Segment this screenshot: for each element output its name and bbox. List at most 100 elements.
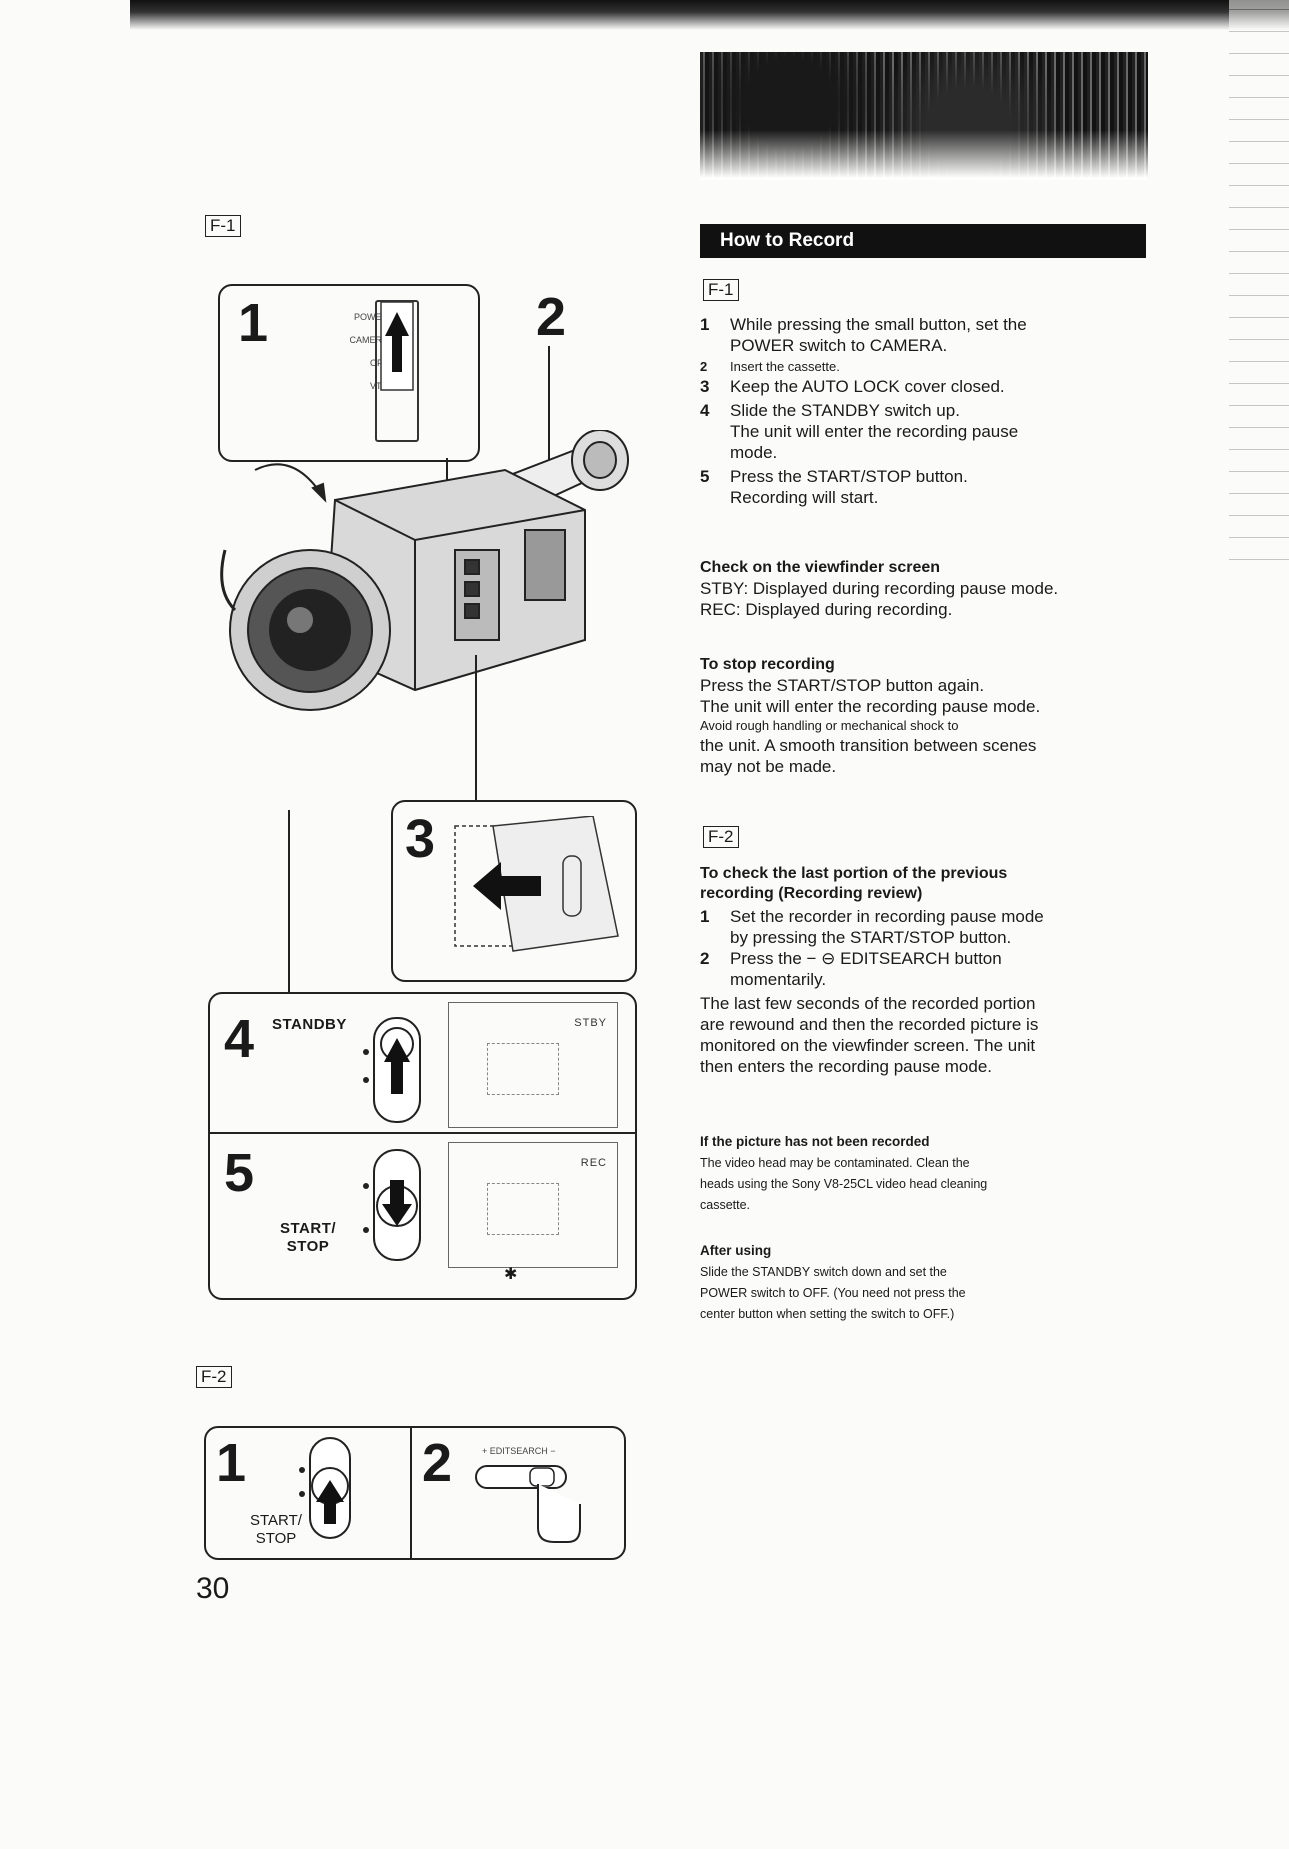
start-stop-button-icon xyxy=(363,1149,421,1261)
stop-line-1: Press the START/STOP button again. xyxy=(700,676,985,695)
after-using-section: After using Slide the STANDBY switch dow… xyxy=(700,1242,1140,1323)
start-stop-label: START/ STOP xyxy=(280,1220,337,1255)
viewfinder-rec-screen: REC xyxy=(448,1142,618,1268)
step-4-line-2: The unit will enter the recording pause xyxy=(730,422,1019,441)
editsearch-label: + EDITSEARCH − xyxy=(482,1446,556,1456)
review-step-1-line-1: Set the recorder in recording pause mode xyxy=(730,907,1044,926)
step-1-line-2: POWER switch to CAMERA. xyxy=(730,336,948,355)
after-using-line-1: Slide the STANDBY switch down and set th… xyxy=(700,1265,947,1279)
step-4-n: 4 xyxy=(700,401,710,420)
standby-label: STANDBY xyxy=(272,1016,347,1033)
check-heading: Check on the viewfinder screen xyxy=(700,559,941,576)
step-5-n: 5 xyxy=(700,467,710,486)
arrow-left-icon xyxy=(473,862,541,910)
stop-line-4: the unit. A smooth transition between sc… xyxy=(700,736,1037,755)
step-2-line-1: Insert the cassette. xyxy=(730,359,840,374)
step-4-number: 4 xyxy=(224,1009,255,1069)
review-step-1-item: 1 Set the recorder in recording pause mo… xyxy=(700,906,1140,948)
not-recorded-section: If the picture has not been recorded The… xyxy=(700,1133,1140,1214)
review-step-2-line-1: Press the − ⊖ EDITSEARCH button xyxy=(730,949,1002,968)
not-recorded-line-2: heads using the Sony V8-25CL video head … xyxy=(700,1177,988,1191)
stop-line-2: The unit will enter the recording pause … xyxy=(700,697,1041,716)
power-label-vtr: VTR xyxy=(370,381,388,391)
step-1-leader xyxy=(446,458,448,484)
step-1-number: 1 xyxy=(238,293,269,353)
after-using-line-3: center button when setting the switch to… xyxy=(700,1307,955,1321)
power-label-off: OFF xyxy=(370,358,388,368)
stop-line-5: may not be made. xyxy=(700,757,837,776)
review-step-1-number: 1 xyxy=(216,1433,247,1493)
f1-ref: F-1 xyxy=(703,279,739,301)
arrow-up-icon xyxy=(380,301,414,391)
step-1-line-1: While pressing the small button, set the xyxy=(730,315,1027,334)
f2-ref-text: F-2 xyxy=(703,826,739,848)
figure-f2-label: F-2 xyxy=(196,1366,232,1388)
f1-ref-text: F-1 xyxy=(703,279,739,301)
stop-heading: To stop recording xyxy=(700,656,835,673)
power-label-power: POWER xyxy=(353,312,388,322)
scan-top-edge xyxy=(130,0,1289,30)
step-2-number: 2 xyxy=(536,287,567,347)
power-switch-slot xyxy=(375,300,419,442)
figure-f1-label: F-1 xyxy=(205,215,241,237)
check-section: Check on the viewfinder screen STBY: Dis… xyxy=(700,558,1140,620)
scan-right-edge xyxy=(1229,0,1289,560)
review-step-2-n: 2 xyxy=(700,949,710,968)
check-line-rec: REC: Displayed during recording. xyxy=(700,600,953,619)
review-step-2-line-2: momentarily. xyxy=(730,970,827,989)
power-switch-labels: POWER CAMERA OFF VTR xyxy=(308,306,388,398)
review-start-stop-icon xyxy=(299,1437,351,1539)
step-3-n: 3 xyxy=(700,377,710,396)
stop-section: To stop recording Press the START/STOP b… xyxy=(700,655,1140,777)
step-1-n: 1 xyxy=(700,315,710,334)
f2-label-text: F-2 xyxy=(196,1366,232,1388)
not-recorded-heading: If the picture has not been recorded xyxy=(700,1134,930,1149)
page-number: 30 xyxy=(196,1572,230,1605)
review-step-2-number: 2 xyxy=(422,1433,453,1493)
review-step-1-line-2: by pressing the START/STOP button. xyxy=(730,928,1012,947)
step-5-item: 5 Press the START/STOP button. Recording… xyxy=(700,466,1140,508)
camcorder-illustration xyxy=(220,430,629,711)
section-title: How to Record xyxy=(720,230,855,251)
review-line-3: monitored on the viewfinder screen. The … xyxy=(700,1036,1036,1055)
header-photo xyxy=(700,52,1148,180)
standby-switch-icon xyxy=(363,1017,421,1123)
f1-label-text: F-1 xyxy=(205,215,241,237)
viewfinder-stby-screen: STBY xyxy=(448,1002,618,1128)
step-2-n: 2 xyxy=(700,359,708,374)
review-description: The last few seconds of the recorded por… xyxy=(700,993,1140,1077)
step-3-leader xyxy=(475,655,477,800)
record-steps: 1 While pressing the small button, set t… xyxy=(700,314,1140,508)
review-step-2-item: 2 Press the − ⊖ EDITSEARCH button moment… xyxy=(700,948,1140,990)
standby-start-panel: 4 STANDBY STBY 5 START/ STOP REC ✱ xyxy=(208,992,637,1300)
step-5-line-1: Press the START/STOP button. xyxy=(730,467,968,486)
not-recorded-line-3: cassette. xyxy=(700,1198,751,1212)
step-2-callout: 2 xyxy=(536,290,566,344)
review-section: To check the last portion of the previou… xyxy=(700,864,1140,1077)
not-recorded-line-1: The video head may be contaminated. Clea… xyxy=(700,1156,970,1170)
panel-divider xyxy=(210,1132,635,1134)
step-1-item: 1 While pressing the small button, set t… xyxy=(700,314,1140,356)
step-4-item: 4 Slide the STANDBY switch up. The unit … xyxy=(700,400,1140,463)
cover-diagram xyxy=(454,816,619,952)
review-line-1: The last few seconds of the recorded por… xyxy=(700,994,1036,1013)
finger-icon xyxy=(537,1484,581,1543)
f2-ref: F-2 xyxy=(703,826,739,848)
step-4-line-3: mode. xyxy=(730,443,778,462)
rec-indicator: REC xyxy=(580,1157,607,1169)
step-4-leader xyxy=(288,810,290,992)
step-5-number: 5 xyxy=(224,1143,255,1203)
review-heading-line-2: recording (Recording review) xyxy=(700,885,923,902)
tally-lamp-icon: ✱ xyxy=(504,1266,518,1283)
review-step-1-n: 1 xyxy=(700,907,710,926)
step-4-line-1: Slide the STANDBY switch up. xyxy=(730,401,960,420)
review-line-2: are rewound and then the recorded pictur… xyxy=(700,1015,1039,1034)
stby-indicator: STBY xyxy=(574,1017,607,1029)
review-panel: 1 START/ STOP 2 + EDITSEARCH − xyxy=(204,1426,626,1560)
auto-lock-cover-panel: 3 xyxy=(391,800,637,982)
step-3-line-1: Keep the AUTO LOCK cover closed. xyxy=(730,377,1005,396)
section-title-bar: How to Record xyxy=(700,224,1146,258)
step-3-item: 3 Keep the AUTO LOCK cover closed. xyxy=(700,376,1140,397)
review-heading-line-1: To check the last portion of the previou… xyxy=(700,865,1008,882)
stop-line-3: Avoid rough handling or mechanical shock… xyxy=(700,718,959,733)
